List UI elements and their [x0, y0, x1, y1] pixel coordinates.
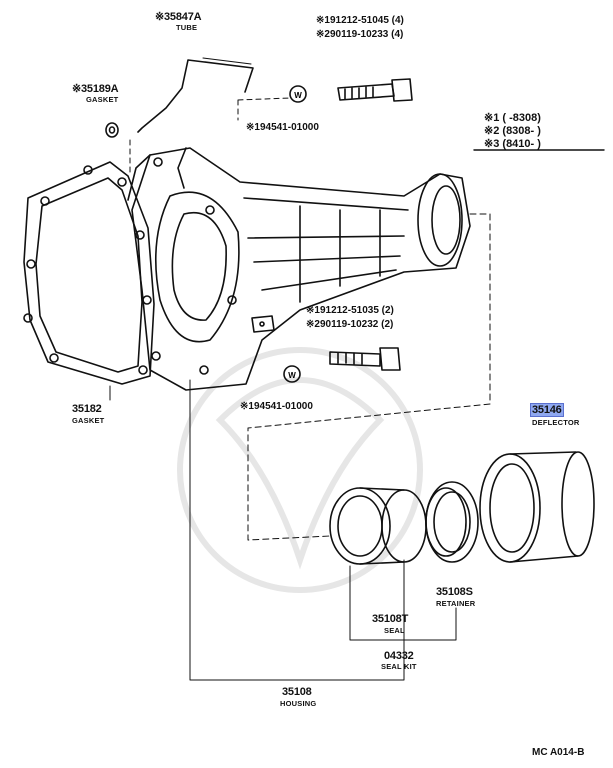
bolt-mid[interactable]	[329, 347, 401, 371]
washer-mid[interactable]	[283, 365, 301, 383]
seal-number: 35108T	[372, 613, 409, 625]
bolt-mid-ref-2: ※290119-10232 (2)	[306, 319, 394, 330]
legend-row-1: ※1 ( -8308)	[484, 113, 541, 124]
legend-row-2: ※2 (8308- )	[484, 126, 541, 137]
watermark	[177, 347, 423, 593]
legend-range-2: (8308- )	[502, 125, 541, 137]
gasket-main-number: 35182	[72, 403, 102, 415]
deflector-number-highlight: 35146	[530, 403, 564, 417]
housing-name: HOUSING	[280, 699, 317, 708]
gasket-small-name: GASKET	[86, 95, 119, 104]
washer-mid-ref: ※194541-01000	[240, 401, 313, 412]
gasket-small[interactable]	[105, 122, 119, 138]
legend-row-3: ※3 (8410- )	[484, 139, 541, 150]
tube[interactable]	[137, 59, 254, 133]
diagram-code: MC A014-B	[532, 747, 585, 758]
seal[interactable]	[329, 487, 427, 565]
seal-kit-bracket	[349, 565, 457, 641]
gasket-small-number: ※35189A	[72, 83, 119, 95]
tube-name: TUBE	[176, 23, 198, 32]
gasket-main-name: GASKET	[72, 416, 105, 425]
retainer[interactable]	[425, 481, 479, 563]
bolt-top[interactable]	[337, 78, 413, 102]
retainer-number: 35108S	[436, 586, 473, 598]
deflector-name: DEFLECTOR	[532, 418, 580, 427]
bolt-top-ref-1: ※191212-51045 (4)	[316, 15, 404, 26]
tube-number: ※35847A	[155, 11, 202, 23]
gasket-main[interactable]	[23, 161, 155, 385]
bolt-mid-ref-1: ※191212-51035 (2)	[306, 305, 394, 316]
washer-top-ref: ※194541-01000	[246, 122, 319, 133]
seal-kit-number: 04332	[384, 650, 414, 662]
housing[interactable]	[127, 147, 471, 391]
deflector-number: 35146	[530, 403, 564, 417]
legend-mark-3: ※3	[484, 138, 500, 150]
legend-range-3: (8410- )	[502, 138, 541, 150]
retainer-name: RETAINER	[436, 599, 476, 608]
washer-mid-mark: W	[288, 371, 296, 380]
housing-number: 35108	[282, 686, 312, 698]
washer-top[interactable]	[289, 85, 307, 103]
washer-top-mark: W	[294, 91, 302, 100]
legend-mark-2: ※2	[484, 125, 500, 137]
bolt-top-ref-2: ※290119-10233 (4)	[316, 29, 404, 40]
seal-kit-name: SEAL KIT	[381, 662, 417, 671]
legend-mark-1: ※1	[484, 112, 500, 124]
seal-name: SEAL	[384, 626, 405, 635]
legend-range-1: ( -8308)	[502, 112, 541, 124]
deflector[interactable]	[479, 451, 595, 563]
